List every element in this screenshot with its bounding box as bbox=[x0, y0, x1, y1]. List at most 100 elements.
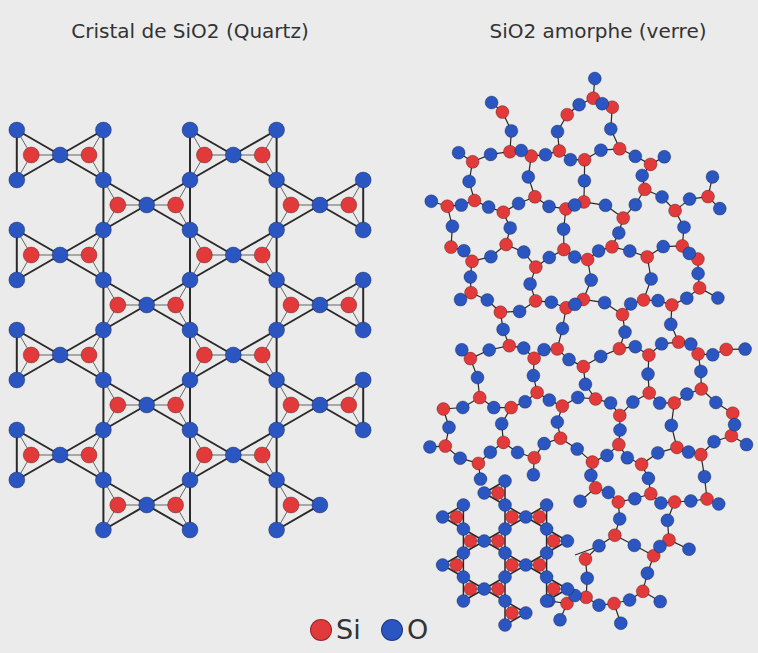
o-atom bbox=[540, 595, 553, 608]
si-atom bbox=[613, 142, 626, 155]
o-atom bbox=[739, 343, 752, 356]
si-atom bbox=[254, 447, 270, 463]
o-atom bbox=[653, 397, 666, 410]
o-atom bbox=[436, 511, 449, 524]
o-atom bbox=[682, 446, 695, 459]
o-atom bbox=[642, 368, 655, 381]
o-atom bbox=[139, 197, 155, 213]
o-atom bbox=[594, 350, 607, 363]
si-atom bbox=[110, 397, 126, 413]
o-atom bbox=[599, 199, 612, 212]
o-atom bbox=[182, 172, 198, 188]
o-atom bbox=[355, 222, 371, 238]
si-atom bbox=[612, 438, 625, 451]
si-atom bbox=[196, 147, 212, 163]
o-atom bbox=[225, 347, 241, 363]
o-atom bbox=[641, 567, 654, 580]
o-atom bbox=[425, 195, 438, 208]
o-atom bbox=[683, 193, 696, 206]
o-atom bbox=[9, 122, 25, 138]
o-atom bbox=[464, 271, 477, 284]
si-atom bbox=[695, 383, 708, 396]
legend-swatch bbox=[381, 619, 403, 641]
si-atom bbox=[23, 347, 39, 363]
o-atom bbox=[499, 547, 512, 560]
si-atom bbox=[644, 158, 657, 171]
si-atom bbox=[556, 400, 569, 413]
o-atom bbox=[623, 245, 636, 258]
o-atom bbox=[538, 343, 551, 356]
si-atom bbox=[283, 297, 299, 313]
o-atom bbox=[269, 272, 285, 288]
si-atom bbox=[668, 396, 681, 409]
o-atom bbox=[573, 98, 586, 111]
panel-title: Cristal de SiO2 (Quartz) bbox=[40, 16, 340, 46]
o-atom bbox=[661, 514, 674, 527]
si-atom bbox=[642, 349, 655, 362]
o-atom bbox=[269, 372, 285, 388]
o-atom bbox=[355, 172, 371, 188]
si-atom bbox=[529, 261, 542, 274]
o-atom bbox=[269, 122, 285, 138]
o-atom bbox=[629, 340, 642, 353]
si-atom bbox=[589, 393, 602, 406]
o-atom bbox=[614, 424, 627, 437]
si-atom bbox=[547, 583, 560, 596]
o-atom bbox=[499, 475, 512, 488]
o-atom bbox=[598, 296, 611, 309]
si-atom bbox=[505, 559, 518, 572]
o-atom bbox=[9, 272, 25, 288]
o-atom bbox=[52, 147, 68, 163]
o-atom bbox=[708, 435, 721, 448]
si-atom bbox=[110, 197, 126, 213]
o-atom bbox=[519, 559, 532, 572]
si-atom bbox=[492, 487, 505, 500]
si-atom bbox=[450, 559, 463, 572]
si-atom bbox=[554, 432, 567, 445]
o-atom bbox=[664, 318, 677, 331]
o-atom bbox=[95, 472, 111, 488]
si-atom bbox=[505, 401, 518, 414]
o-atom bbox=[568, 199, 581, 212]
si-atom bbox=[547, 535, 560, 548]
o-atom bbox=[269, 422, 285, 438]
si-atom bbox=[494, 306, 507, 319]
si-atom bbox=[606, 240, 619, 253]
o-atom bbox=[655, 337, 668, 350]
si-atom bbox=[701, 493, 714, 506]
o-atom bbox=[457, 523, 470, 536]
o-atom bbox=[511, 446, 524, 459]
o-atom bbox=[499, 595, 512, 608]
si-atom bbox=[694, 448, 707, 461]
o-atom bbox=[593, 539, 606, 552]
si-atom bbox=[644, 487, 657, 500]
si-atom bbox=[464, 535, 477, 548]
o-atom bbox=[614, 617, 627, 630]
o-atom bbox=[629, 150, 642, 163]
si-atom bbox=[23, 147, 39, 163]
o-atom bbox=[569, 298, 582, 311]
o-atom bbox=[540, 523, 553, 536]
si-atom bbox=[110, 297, 126, 313]
o-atom bbox=[482, 201, 495, 214]
o-atom bbox=[594, 144, 607, 157]
si-atom bbox=[616, 308, 629, 321]
o-atom bbox=[95, 522, 111, 538]
si-atom bbox=[283, 197, 299, 213]
o-atom bbox=[540, 547, 553, 560]
o-atom bbox=[505, 124, 518, 137]
si-atom bbox=[617, 212, 630, 225]
o-atom bbox=[487, 401, 500, 414]
si-atom bbox=[341, 397, 357, 413]
o-atom bbox=[182, 272, 198, 288]
si-atom bbox=[23, 447, 39, 463]
o-atom bbox=[698, 470, 711, 483]
o-atom bbox=[628, 539, 641, 552]
si-atom bbox=[551, 342, 564, 355]
o-atom bbox=[443, 421, 456, 434]
o-atom bbox=[579, 378, 592, 391]
o-atom bbox=[524, 277, 537, 290]
si-atom bbox=[531, 386, 544, 399]
o-atom bbox=[95, 372, 111, 388]
o-atom bbox=[457, 499, 470, 512]
